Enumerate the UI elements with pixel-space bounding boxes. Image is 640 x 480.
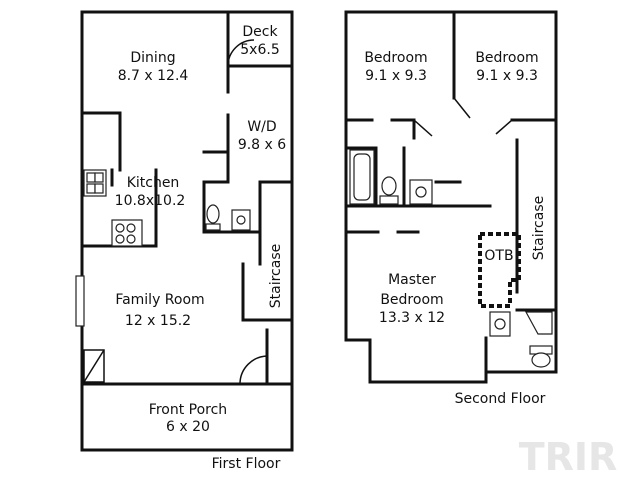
dining-label: Dining <box>130 50 175 66</box>
front-porch-dims: 6 x 20 <box>166 419 210 435</box>
bedroom-left-dims: 9.1 x 9.3 <box>365 68 427 84</box>
wd-label: W/D <box>247 119 276 135</box>
deck-label: Deck <box>242 24 278 40</box>
dining-dims: 8.7 x 12.4 <box>118 68 189 84</box>
otb-label: OTB <box>484 248 513 264</box>
second-staircase-label: Staircase <box>531 196 547 260</box>
family-room-dims: 12 x 15.2 <box>125 313 191 329</box>
master-label-2: Bedroom <box>380 292 443 308</box>
first-staircase-label: Staircase <box>268 244 284 308</box>
second-floor-plan: Bedroom 9.1 x 9.3 Bedroom 9.1 x 9.3 Mast… <box>344 10 558 407</box>
master-label: Master <box>388 272 436 288</box>
watermark-logo: TRIR <box>519 435 618 479</box>
bedroom-right-label: Bedroom <box>475 50 538 66</box>
front-porch-label: Front Porch <box>149 402 227 418</box>
bedroom-right-dims: 9.1 x 9.3 <box>476 68 538 84</box>
first-floor-caption: First Floor <box>212 456 281 472</box>
kitchen-label: Kitchen <box>127 175 180 191</box>
bedroom-left-label: Bedroom <box>364 50 427 66</box>
kitchen-dims: 10.8x10.2 <box>115 193 186 209</box>
wd-dims: 9.8 x 6 <box>238 137 286 153</box>
family-room-label: Family Room <box>115 292 204 308</box>
deck-dims: 5x6.5 <box>240 42 279 58</box>
master-dims: 13.3 x 12 <box>379 310 445 326</box>
first-floor-plan: Dining 8.7 x 12.4 Deck 5x6.5 W/D 9.8 x 6… <box>75 10 294 472</box>
second-floor-caption: Second Floor <box>455 391 546 407</box>
